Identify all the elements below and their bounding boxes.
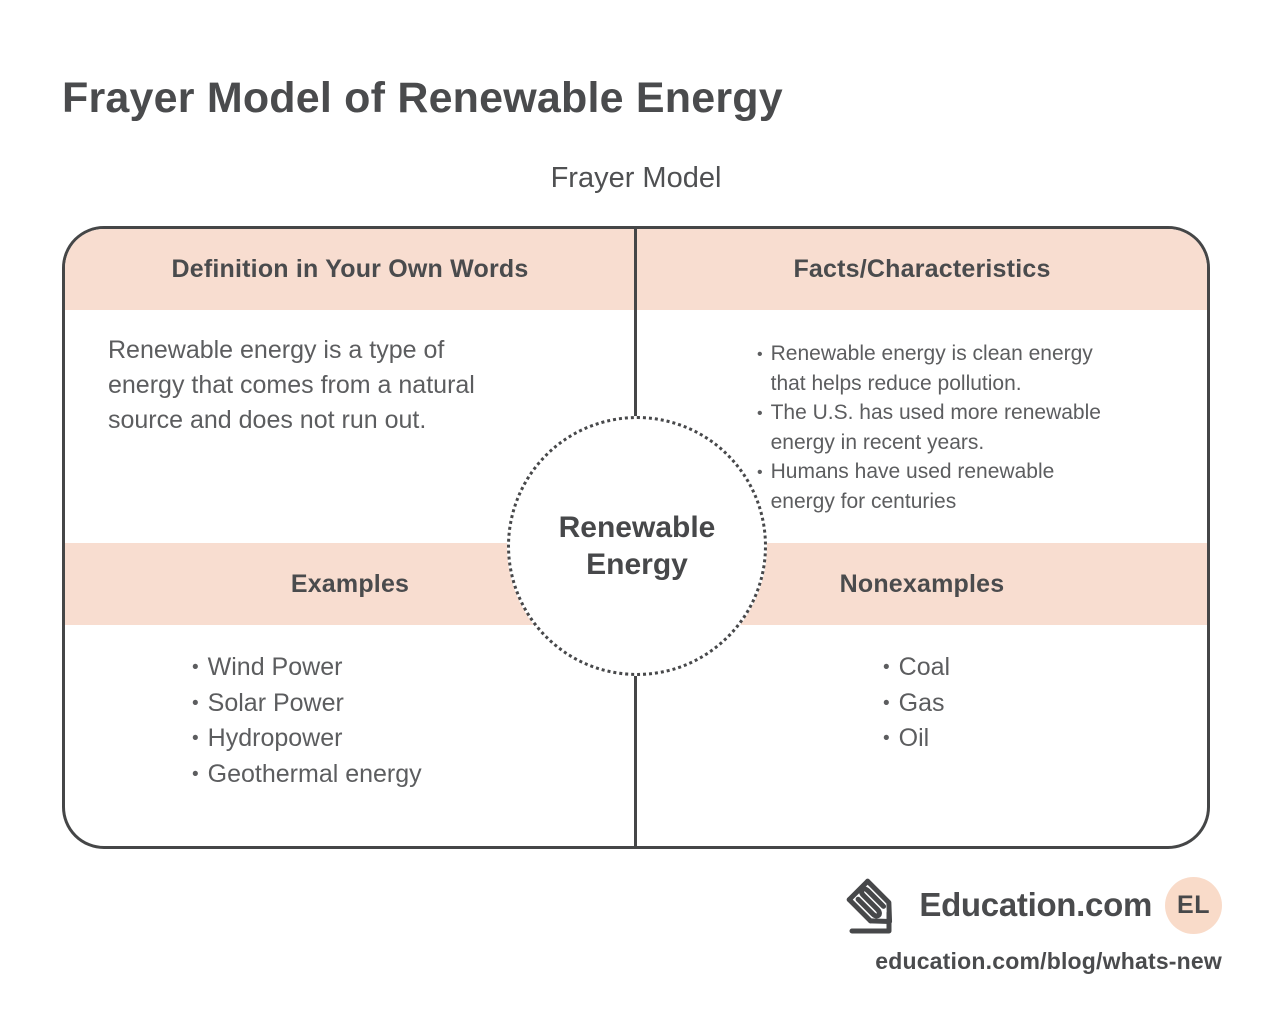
el-badge: EL: [1165, 876, 1222, 934]
bullet-icon: [192, 650, 199, 686]
frayer-model-box: Definition in Your Own Words Facts/Chara…: [62, 226, 1210, 849]
list-item: Geothermal energy: [192, 757, 422, 793]
center-term-circle: Renewable Energy: [507, 416, 767, 676]
list-item: Hydropower: [192, 721, 422, 757]
facts-header: Facts/Characteristics: [793, 255, 1051, 283]
definition-text: Renewable energy is a type of energy tha…: [108, 333, 475, 438]
examples-header: Examples: [290, 569, 410, 598]
definition-header: Definition in Your Own Words: [171, 255, 529, 283]
bullet-icon: [757, 457, 763, 488]
list-item: Renewable energy is clean energy that he…: [757, 339, 1101, 398]
list-item: Oil: [883, 721, 950, 757]
list-item: Humans have used renewable energy for ce…: [757, 457, 1101, 516]
list-item: Wind Power: [192, 650, 422, 686]
center-term-line: Energy: [586, 548, 688, 581]
list-item: Gas: [883, 686, 950, 722]
nonexamples-header: Nonexamples: [839, 569, 1005, 598]
page-title: Frayer Model of Renewable Energy: [62, 74, 783, 122]
bullet-icon: [192, 721, 199, 757]
bullet-icon: [192, 686, 199, 722]
bullet-icon: [883, 721, 890, 757]
facts-list: Renewable energy is clean energy that he…: [757, 339, 1101, 516]
list-item: The U.S. has used more renewable energy …: [757, 398, 1101, 457]
bullet-icon: [757, 339, 763, 370]
pencil-scribble-icon: [847, 878, 893, 934]
bullet-icon: [192, 757, 199, 793]
list-item: Coal: [883, 650, 950, 686]
brand-name: Education.com: [919, 886, 1152, 923]
definition-line: Renewable energy is a type of: [108, 336, 445, 364]
bullet-icon: [883, 686, 890, 722]
definition-line: source and does not run out.: [108, 406, 427, 434]
diagram-subtitle: Frayer Model: [550, 162, 722, 194]
center-term-line: Renewable: [558, 511, 716, 544]
footer-url: education.com/blog/whats-new: [875, 948, 1222, 974]
list-item: Solar Power: [192, 686, 422, 722]
examples-list: Wind Power Solar Power Hydropower Geothe…: [192, 650, 422, 792]
footer: Education.com EL education.com/blog/what…: [840, 872, 1222, 975]
definition-line: energy that comes from a natural: [108, 371, 475, 399]
bullet-icon: [757, 398, 763, 429]
bullet-icon: [883, 650, 890, 686]
nonexamples-list: Coal Gas Oil: [883, 650, 950, 757]
brand-row: Education.com EL: [840, 872, 1222, 938]
